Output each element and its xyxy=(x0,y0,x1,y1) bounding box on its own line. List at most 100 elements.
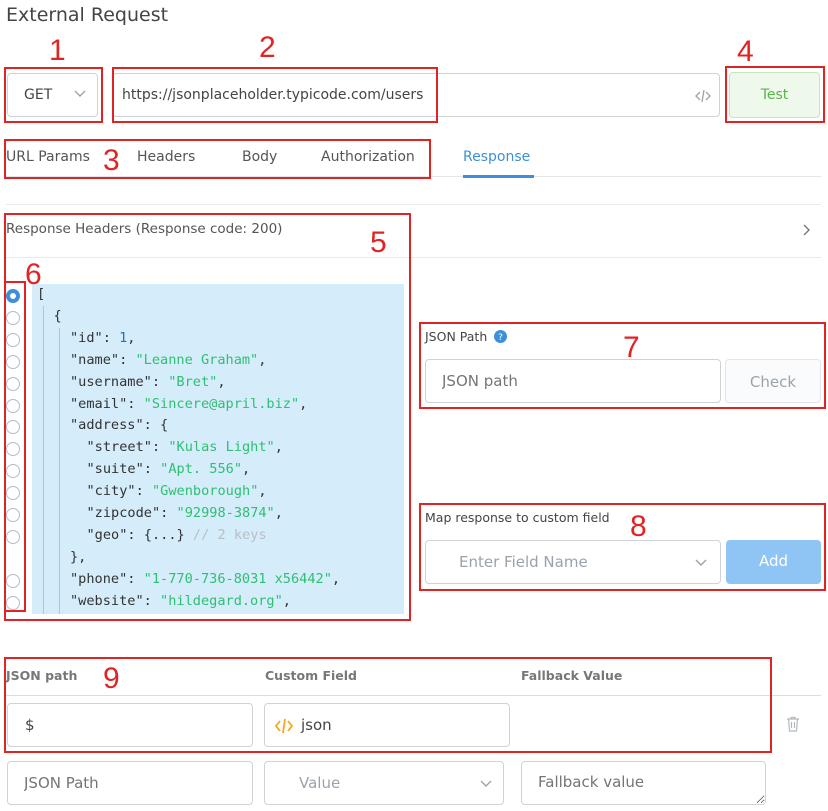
url-input[interactable]: https://jsonplaceholder.typicode.com/use… xyxy=(112,73,720,117)
json-token: "username": xyxy=(70,373,169,390)
json-token: "website": xyxy=(70,592,161,609)
json-token: [ xyxy=(37,286,46,302)
tab-response[interactable]: Response xyxy=(463,149,530,165)
annotation-number-3: 3 xyxy=(103,144,120,177)
column-header-json-path: JSON path xyxy=(6,668,78,683)
json-path-radio[interactable] xyxy=(6,354,20,369)
response-headers-top-divider xyxy=(6,204,821,205)
json-line: "website": "hildegard.org", xyxy=(70,593,291,609)
page-title: External Request xyxy=(6,4,169,26)
test-button[interactable]: Test xyxy=(729,72,820,118)
tab-label: Authorization xyxy=(321,149,415,165)
test-button-label: Test xyxy=(760,87,789,103)
svg-text:?: ? xyxy=(498,333,503,343)
new-fallback-value-input[interactable] xyxy=(521,761,766,805)
map-response-label: Map response to custom field xyxy=(425,510,610,525)
response-headers-toggle[interactable]: Response Headers (Response code: 200) xyxy=(6,221,821,241)
annotation-number-1: 1 xyxy=(49,34,66,67)
json-token: "Bret" xyxy=(168,373,218,390)
json-token: "id": xyxy=(70,329,120,346)
code-icon xyxy=(695,89,711,107)
method-select[interactable]: GET xyxy=(7,73,98,117)
json-path-radio[interactable] xyxy=(6,310,20,325)
tab-authorization[interactable]: Authorization xyxy=(321,149,415,165)
json-token: "1-770-736-8031 x56442" xyxy=(143,570,332,587)
json-path-radio[interactable] xyxy=(6,464,20,479)
json-path-radio[interactable] xyxy=(6,376,20,391)
json-path-selector-column xyxy=(6,284,32,614)
field-name-select[interactable]: Enter Field Name xyxy=(425,540,721,584)
chevron-down-icon xyxy=(73,86,87,104)
tab-active-underline xyxy=(463,175,534,178)
json-path-radio[interactable] xyxy=(6,442,20,457)
response-headers-bottom-divider xyxy=(6,257,821,258)
tab-label: URL Params xyxy=(6,149,90,165)
json-token: , xyxy=(331,570,341,587)
table-header-divider xyxy=(6,695,821,696)
json-token: 1 xyxy=(119,329,128,346)
annotation-number-5: 5 xyxy=(370,226,387,259)
json-token: "geo": {...} xyxy=(86,526,193,543)
json-token: "phone": xyxy=(70,570,144,587)
row-json-path-input[interactable]: $ xyxy=(7,703,253,747)
tab-body[interactable]: Body xyxy=(242,149,277,165)
question-circle-icon[interactable]: ? xyxy=(494,330,508,346)
tab-url-params[interactable]: URL Params xyxy=(6,149,90,165)
new-custom-field-select[interactable]: Value xyxy=(264,761,504,805)
json-path-radio[interactable] xyxy=(6,529,20,544)
json-path-radio[interactable] xyxy=(6,398,20,413)
column-header-custom-field: Custom Field xyxy=(265,668,357,683)
json-path-radio[interactable] xyxy=(6,508,20,522)
code-icon xyxy=(274,718,294,738)
json-token: , xyxy=(282,592,291,609)
check-button[interactable]: Check xyxy=(725,359,821,403)
json-line: "username": "Bret", xyxy=(70,374,226,390)
tab-label: Response xyxy=(463,149,531,165)
json-token: "city": xyxy=(86,483,152,500)
json-token: // 2 keys xyxy=(192,526,267,543)
json-path-label: JSON Path xyxy=(425,329,488,344)
json-viewer-bg xyxy=(32,284,404,614)
indent-guide xyxy=(43,306,44,614)
json-line: "suite": "Apt. 556", xyxy=(87,461,251,477)
json-path-radio[interactable] xyxy=(6,486,20,501)
json-token: , xyxy=(274,439,283,456)
url-value: https://jsonplaceholder.typicode.com/use… xyxy=(122,87,424,103)
json-path-radio[interactable] xyxy=(6,595,20,610)
json-path-radio[interactable] xyxy=(6,332,20,347)
json-token: , xyxy=(274,505,283,521)
json-token: "email": xyxy=(70,395,144,412)
tab-label: Headers xyxy=(137,149,196,165)
check-button-label: Check xyxy=(749,373,797,391)
json-token: "hildegard.org" xyxy=(160,592,283,609)
json-line: "id": 1, xyxy=(70,330,135,346)
add-button[interactable]: Add xyxy=(726,540,821,584)
json-line: "name": "Leanne Graham", xyxy=(70,352,266,368)
json-path-radio[interactable] xyxy=(6,573,20,588)
json-token: "Sincere@april.biz" xyxy=(143,395,300,412)
json-line: "street": "Kulas Light", xyxy=(87,439,283,455)
add-button-label: Add xyxy=(758,552,789,570)
chevron-right-icon xyxy=(801,223,811,241)
json-viewer[interactable]: [{"id": 1,"name": "Leanne Graham","usern… xyxy=(6,284,406,614)
chevron-down-icon xyxy=(479,776,493,794)
json-line: }, xyxy=(70,549,86,565)
row-json-path-value: $ xyxy=(25,716,35,734)
json-path-label-group: JSON Path ? xyxy=(425,329,508,346)
json-path-input[interactable] xyxy=(425,359,721,403)
json-path-radio[interactable] xyxy=(6,289,20,303)
column-header-fallback-value: Fallback Value xyxy=(521,668,623,683)
json-path-radio[interactable] xyxy=(6,420,20,435)
indent-guide xyxy=(59,328,60,614)
json-token: "Kulas Light" xyxy=(168,439,275,456)
json-token: "92998-3874" xyxy=(176,505,275,521)
row-custom-field-input[interactable]: json xyxy=(264,703,510,747)
tab-label: Body xyxy=(242,149,278,165)
json-line: "city": "Gwenborough", xyxy=(87,483,267,499)
json-token: , xyxy=(258,351,267,368)
new-json-path-input[interactable] xyxy=(7,761,253,805)
tab-headers[interactable]: Headers xyxy=(137,149,195,165)
annotation-number-2: 2 xyxy=(259,31,276,64)
trash-icon[interactable] xyxy=(786,716,800,736)
json-token: "Apt. 556" xyxy=(160,461,243,478)
